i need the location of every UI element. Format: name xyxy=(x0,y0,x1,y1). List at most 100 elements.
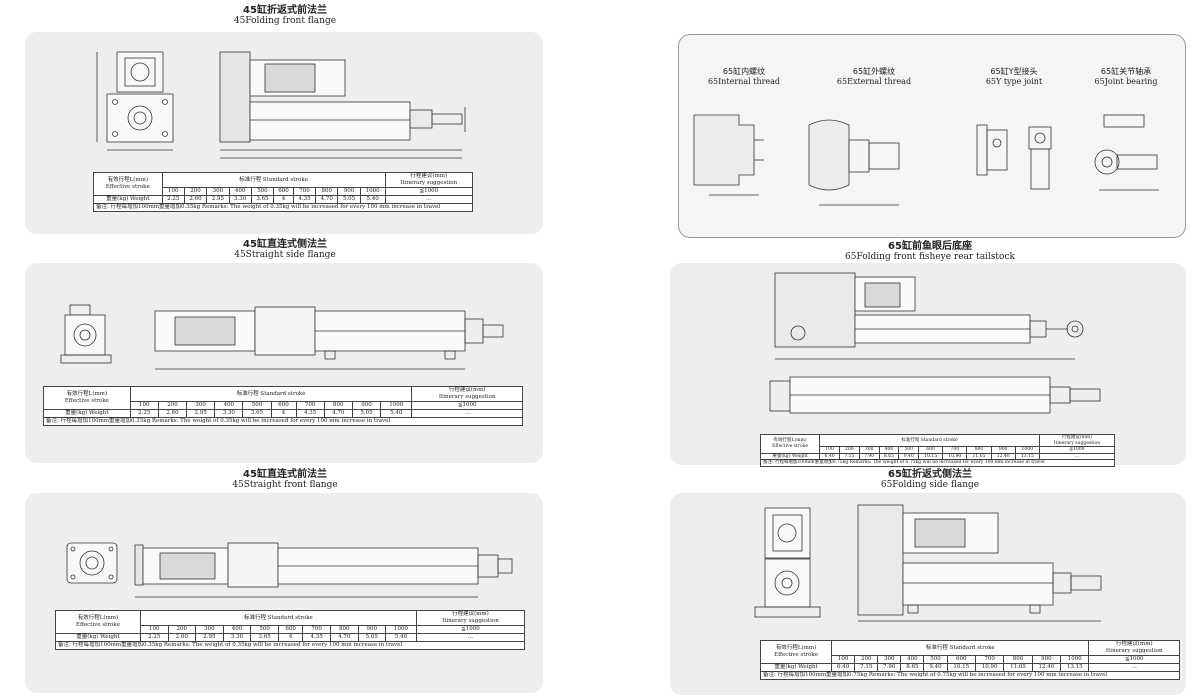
weight-cell: 3.65 xyxy=(250,195,275,204)
spec-table-65-fisheye: 有效行程L(mm)Effective stroke 标准行程 Standard … xyxy=(759,434,1116,467)
weight-cell: 5.05 xyxy=(337,195,361,204)
itinerary-value: ≦1000 xyxy=(411,401,523,410)
stroke-cell: 400 xyxy=(900,655,925,664)
itinerary-header: 行程建议(mm)Itinerary suggestion xyxy=(411,386,523,402)
label-en: 65Joint bearing xyxy=(1094,77,1158,86)
label-en: 65Y type joint xyxy=(985,77,1043,86)
stroke-cell: 800 xyxy=(315,187,339,196)
weight-cell: 2.25 xyxy=(129,409,159,418)
weight-cell: 2.95 xyxy=(195,633,224,642)
stroke-cell: 800 xyxy=(323,401,353,410)
drawing-65-fisheye xyxy=(769,272,1101,414)
weight-cell: 11.65 xyxy=(1003,663,1033,672)
stroke-cell: 400 xyxy=(214,401,244,410)
standard-stroke-header: 标准行程 Standard stroke xyxy=(139,610,417,626)
title-en: 65Folding front fisheye rear tailstock xyxy=(845,252,1015,262)
weight-cell: 2.60 xyxy=(167,633,197,642)
itinerary-dots: ... xyxy=(384,195,474,204)
accessory-y-joint: 65缸Y型接头 65Y type joint xyxy=(959,67,1069,87)
weight-label: 重量(kg) Weight xyxy=(55,633,141,642)
stroke-cell: 700 xyxy=(302,625,331,634)
stroke-cell: 900 xyxy=(337,187,361,196)
spec-table-45-folding-front: 有效行程L(mm)Effective stroke 标准行程 Standard … xyxy=(93,172,474,212)
weight-cell: 4.70 xyxy=(329,633,359,642)
weight-cell: 2.25 xyxy=(161,195,185,204)
spec-table-45-straight-front: 有效行程L(mm)Effective stroke 标准行程 Standard … xyxy=(55,610,526,650)
weight-cell: 9.40 xyxy=(923,663,948,672)
weight-cell: 2.95 xyxy=(186,409,216,418)
weight-label: 重量(kg) Weight xyxy=(43,409,131,418)
stroke-cell: 200 xyxy=(167,625,197,634)
drawing-45-folding-front xyxy=(96,51,466,159)
stroke-cell: 700 xyxy=(295,401,325,410)
accessory-internal-thread: 65缸内螺纹 65Internal thread xyxy=(689,67,799,87)
stroke-cell: 600 xyxy=(270,401,297,410)
weight-cell: 4 xyxy=(273,195,294,204)
itinerary-header: 行程建议(mm)Itinerary suggestion xyxy=(1088,640,1180,656)
weight-cell: 3.65 xyxy=(250,633,279,642)
label-zh: 65缸关节轴承 xyxy=(1100,67,1152,76)
title-en: 65Folding side flange xyxy=(880,480,980,490)
itinerary-value: ≦1000 xyxy=(1088,655,1180,664)
weight-label: 重量(kg) Weight xyxy=(759,663,833,672)
weight-cell: 4.70 xyxy=(323,409,353,418)
stroke-cell: 500 xyxy=(250,625,279,634)
table-note: 备注: 行程每增加100mm重量增加0.75kg Remarks: The we… xyxy=(760,671,1180,680)
weight-cell: 10.15 xyxy=(946,663,976,672)
weight-cell: 10.90 xyxy=(974,663,1005,672)
stroke-cell: 700 xyxy=(974,655,1005,664)
title-zh: 45缸折返式前法兰 xyxy=(243,5,327,16)
weight-cell: 13.15 xyxy=(1060,663,1090,672)
stroke-cell: 300 xyxy=(206,187,230,196)
stroke-cell: 500 xyxy=(250,187,275,196)
weight-cell: 5.40 xyxy=(385,633,417,642)
stroke-cell: 1000 xyxy=(1060,655,1090,664)
itinerary-dots: ... xyxy=(1088,663,1180,672)
title-zh: 65缸折返式侧法兰 xyxy=(888,469,972,480)
effective-stroke-header: 有效行程L(mm)Effective stroke xyxy=(93,172,163,196)
panel-title-45-folding-front: 45缸折返式前法兰 45Folding front flange xyxy=(230,5,340,27)
stroke-cell: 200 xyxy=(183,187,208,196)
label-zh: 65缸Y型接头 xyxy=(990,67,1038,76)
weight-cell: 3.65 xyxy=(242,409,272,418)
accessory-external-thread: 65缸外螺纹 65External thread xyxy=(819,67,929,87)
weight-cell: 3.30 xyxy=(214,409,244,418)
stroke-cell: 1000 xyxy=(359,187,386,196)
weight-cell: 12.40 xyxy=(1031,663,1062,672)
weight-cell: 5.40 xyxy=(380,409,413,418)
stroke-cell: 500 xyxy=(923,655,948,664)
stroke-cell: 600 xyxy=(273,187,294,196)
panel-65-fisheye: 有效行程L(mm)Effective stroke 标准行程 Standard … xyxy=(670,263,1186,467)
panel-45-folding-front: 有效行程L(mm)Effective stroke 标准行程 Standard … xyxy=(25,32,543,234)
drawing-65-accessories xyxy=(693,114,1159,206)
stroke-cell: 500 xyxy=(242,401,272,410)
spec-table-65-folding-side: 有效行程L(mm)Effective stroke 标准行程 Standard … xyxy=(759,640,1180,680)
spec-table-45-straight-side: 有效行程L(mm)Effective stroke 标准行程 Standard … xyxy=(43,386,523,426)
standard-stroke-header: 标准行程 Standard stroke xyxy=(161,172,386,188)
weight-cell: 4.35 xyxy=(295,409,325,418)
weight-cell: 2.25 xyxy=(139,633,169,642)
weight-cell: 8.65 xyxy=(900,663,925,672)
stroke-cell: 400 xyxy=(228,187,252,196)
weight-cell: 2.60 xyxy=(183,195,208,204)
stroke-cell: 100 xyxy=(139,625,169,634)
itinerary-header: 行程建议(mm)Itinerary suggestion xyxy=(415,610,526,626)
title-en: 45Folding front flange xyxy=(233,16,337,26)
weight-cell: 4.70 xyxy=(315,195,339,204)
panel-45-straight-front: 有效行程L(mm)Effective stroke 标准行程 Standard … xyxy=(25,493,543,693)
weight-cell: 4.35 xyxy=(292,195,317,204)
label-en: 65External thread xyxy=(836,77,912,86)
stroke-cell: 1000 xyxy=(385,625,417,634)
standard-stroke-header: 标准行程 Standard stroke xyxy=(129,386,413,402)
standard-stroke-header: 标准行程 Standard stroke xyxy=(831,640,1090,656)
weight-cell: 5.40 xyxy=(359,195,386,204)
weight-cell: 3.30 xyxy=(228,195,252,204)
title-zh: 45缸直连式侧法兰 xyxy=(243,239,327,250)
weight-cell: 4 xyxy=(277,633,304,642)
drawing-45-straight-front xyxy=(66,542,513,598)
weight-cell: 5.05 xyxy=(351,409,382,418)
panel-65-folding-side: 有效行程L(mm)Effective stroke 标准行程 Standard … xyxy=(670,493,1186,695)
itinerary-dots: ... xyxy=(415,633,526,642)
panel-45-straight-side: 有效行程L(mm)Effective stroke 标准行程 Standard … xyxy=(25,263,543,463)
table-note: 备注: 行程每增加100mm重量增加0.35kg Remarks: The we… xyxy=(43,417,523,426)
